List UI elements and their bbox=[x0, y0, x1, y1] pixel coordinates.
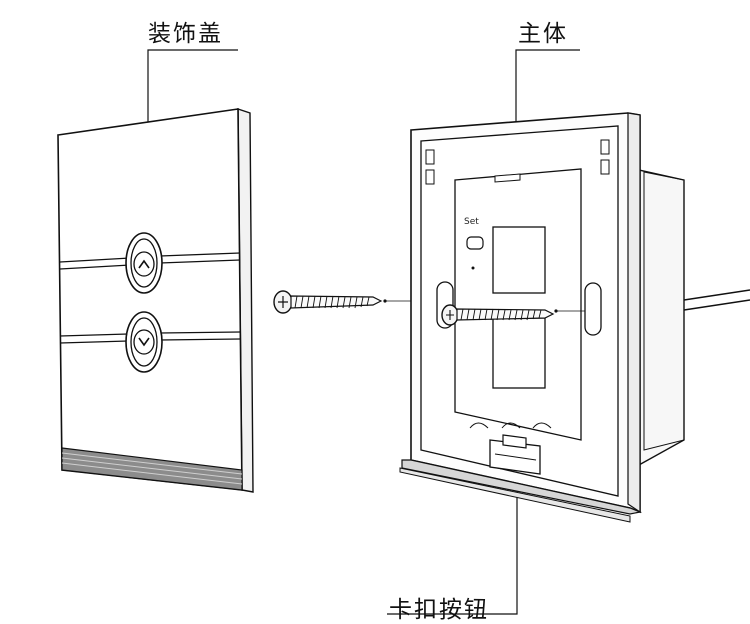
chevron-down-icon bbox=[138, 337, 150, 347]
down-button[interactable] bbox=[125, 311, 163, 373]
clip-button[interactable] bbox=[489, 434, 541, 475]
right-screw bbox=[441, 304, 558, 326]
set-label: Set bbox=[464, 217, 479, 227]
leader-lines bbox=[147, 49, 580, 615]
up-button[interactable] bbox=[125, 232, 163, 294]
cover-leader-line bbox=[147, 49, 238, 135]
set-button[interactable] bbox=[466, 236, 484, 250]
upper-window bbox=[492, 226, 546, 294]
left-screw bbox=[273, 290, 440, 314]
clip-button-label: 卡扣按钮 bbox=[389, 597, 489, 623]
decorative-cover bbox=[57, 108, 254, 493]
chevron-up-icon bbox=[138, 259, 150, 269]
indicator-led bbox=[471, 266, 475, 270]
right-mounting-slot bbox=[584, 282, 602, 336]
clip-leader-line bbox=[387, 463, 518, 615]
body-leader-line bbox=[515, 49, 580, 132]
cover-label: 装饰盖 bbox=[148, 21, 223, 47]
body-label: 主体 bbox=[518, 21, 568, 47]
power-cable bbox=[683, 289, 750, 311]
lower-window bbox=[492, 317, 546, 389]
